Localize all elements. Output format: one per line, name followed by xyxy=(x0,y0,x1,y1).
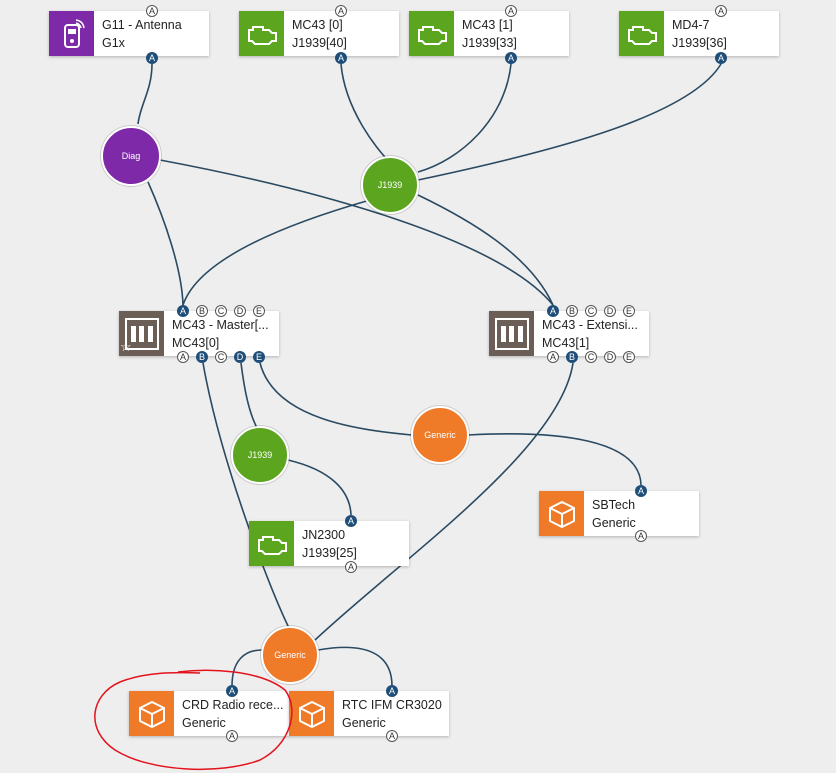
bus-j1939-top[interactable]: J1939 xyxy=(361,156,419,214)
node-title: RTC IFM CR3020 xyxy=(342,698,442,712)
port-md47-bottom-a[interactable]: A xyxy=(715,52,727,64)
edge-j1939mid-jn2300[interactable] xyxy=(287,459,352,516)
edge-md47-j1939[interactable] xyxy=(417,63,722,181)
controller-icon xyxy=(489,311,534,356)
node-title: MC43 - Master[... xyxy=(172,318,269,332)
controller-icon xyxy=(119,311,164,356)
port-ext-top-b[interactable]: B xyxy=(566,305,578,317)
node-crd-radio[interactable]: CRD Radio rece... Generic xyxy=(129,691,289,736)
port-crd-top-a[interactable]: A xyxy=(226,685,238,697)
node-sbtech[interactable]: SBTech Generic xyxy=(539,491,699,536)
edge-master-d-j1939[interactable] xyxy=(240,362,259,431)
node-subtitle: G1x xyxy=(102,36,125,50)
edge-diag-ext-a[interactable] xyxy=(159,159,554,306)
port-master-bottom-a[interactable]: A xyxy=(177,351,189,363)
node-subtitle: J1939[40] xyxy=(292,36,347,50)
port-ext-top-d[interactable]: D xyxy=(604,305,616,317)
node-title: CRD Radio rece... xyxy=(182,698,284,712)
port-sbtech-top-a[interactable]: A xyxy=(635,485,647,497)
node-title: JN2300 xyxy=(302,528,346,542)
edge-generic-crd[interactable] xyxy=(231,649,263,687)
edge-diag-master-a[interactable] xyxy=(147,181,184,306)
port-ext-bottom-b[interactable]: B xyxy=(566,351,578,363)
bus-diag[interactable]: Diag xyxy=(101,126,161,186)
engine-icon xyxy=(249,521,294,566)
edge-generic-rtc[interactable] xyxy=(317,646,393,687)
edge-ext-b-generic[interactable] xyxy=(314,362,574,641)
port-crd-bottom-a[interactable]: A xyxy=(226,730,238,742)
star-icon: ☆ xyxy=(120,339,132,354)
port-ext-bottom-a[interactable]: A xyxy=(547,351,559,363)
port-master-top-e[interactable]: E xyxy=(253,305,265,317)
edge-master-b-generic[interactable] xyxy=(202,362,291,631)
edge-mc430-j1939[interactable] xyxy=(340,63,387,159)
port-ext-bottom-c[interactable]: C xyxy=(585,351,597,363)
node-mc43-master[interactable]: ☆ MC43 - Master[... MC43[0] xyxy=(119,311,279,356)
port-md47-top-a[interactable]: A xyxy=(715,5,727,17)
port-mc430-top-a[interactable]: A xyxy=(335,5,347,17)
port-master-bottom-d[interactable]: D xyxy=(234,351,246,363)
edge-j1939-ext-a[interactable] xyxy=(417,194,554,306)
port-master-top-c[interactable]: C xyxy=(215,305,227,317)
engine-icon xyxy=(619,11,664,56)
bus-generic-mid[interactable]: Generic xyxy=(411,406,469,464)
box-icon xyxy=(539,491,584,536)
node-subtitle: J1939[33] xyxy=(462,36,517,50)
port-ext-top-c[interactable]: C xyxy=(585,305,597,317)
port-jn2300-top-a[interactable]: A xyxy=(345,515,357,527)
node-jn2300[interactable]: JN2300 J1939[25] xyxy=(249,521,409,566)
port-ext-bottom-d[interactable]: D xyxy=(604,351,616,363)
port-master-bottom-c[interactable]: C xyxy=(215,351,227,363)
node-g11-antenna[interactable]: G11 - Antenna G1x xyxy=(49,11,209,56)
node-title: MC43 [1] xyxy=(462,18,513,32)
port-sbtech-bottom-a[interactable]: A xyxy=(635,530,647,542)
port-mc431-bottom-a[interactable]: A xyxy=(505,52,517,64)
box-icon xyxy=(129,691,174,736)
node-subtitle: MC43[0] xyxy=(172,336,220,350)
node-md4-7[interactable]: MD4-7 J1939[36] xyxy=(619,11,779,56)
port-jn2300-bottom-a[interactable]: A xyxy=(345,561,357,573)
node-title: G11 - Antenna xyxy=(102,18,182,32)
antenna-device-icon xyxy=(49,11,94,56)
port-ext-top-a[interactable]: A xyxy=(547,305,559,317)
edge-master-e-generic[interactable] xyxy=(259,362,413,436)
port-g11-bottom-a[interactable]: A xyxy=(146,52,158,64)
node-mc43-extension[interactable]: MC43 - Extensi... MC43[1] xyxy=(489,311,649,356)
bus-generic-bottom[interactable]: Generic xyxy=(261,626,319,684)
node-subtitle: J1939[25] xyxy=(302,546,357,560)
node-subtitle: J1939[36] xyxy=(672,36,727,50)
bus-j1939-mid[interactable]: J1939 xyxy=(231,426,289,484)
port-master-top-a[interactable]: A xyxy=(177,305,189,317)
port-ext-top-e[interactable]: E xyxy=(623,305,635,317)
node-rtc-ifm[interactable]: RTC IFM CR3020 Generic xyxy=(289,691,449,736)
node-title: SBTech xyxy=(592,498,636,512)
node-title: MC43 [0] xyxy=(292,18,343,32)
node-subtitle: MC43[1] xyxy=(542,336,590,350)
node-subtitle: Generic xyxy=(342,716,386,730)
port-mc430-bottom-a[interactable]: A xyxy=(335,52,347,64)
port-rtc-top-a[interactable]: A xyxy=(386,685,398,697)
port-master-top-d[interactable]: D xyxy=(234,305,246,317)
port-rtc-bottom-a[interactable]: A xyxy=(386,730,398,742)
port-g11-top-a[interactable]: A xyxy=(146,5,158,17)
port-ext-bottom-e[interactable]: E xyxy=(623,351,635,363)
box-icon xyxy=(289,691,334,736)
node-title: MD4-7 xyxy=(672,18,710,32)
node-subtitle: Generic xyxy=(592,516,636,530)
edge-j1939-master-a[interactable] xyxy=(182,199,371,306)
node-subtitle: Generic xyxy=(182,716,226,730)
port-mc431-top-a[interactable]: A xyxy=(505,5,517,17)
port-master-bottom-e[interactable]: E xyxy=(253,351,265,363)
edge-g11-diag[interactable] xyxy=(137,63,153,125)
engine-icon xyxy=(239,11,284,56)
port-master-bottom-b[interactable]: B xyxy=(196,351,208,363)
engine-icon xyxy=(409,11,454,56)
port-master-top-b[interactable]: B xyxy=(196,305,208,317)
node-mc43-1[interactable]: MC43 [1] J1939[33] xyxy=(409,11,569,56)
node-title: MC43 - Extensi... xyxy=(542,318,638,332)
node-mc43-0[interactable]: MC43 [0] J1939[40] xyxy=(239,11,399,56)
edge-mc431-j1939[interactable] xyxy=(417,63,512,173)
edge-generic-sbtech[interactable] xyxy=(467,433,642,486)
